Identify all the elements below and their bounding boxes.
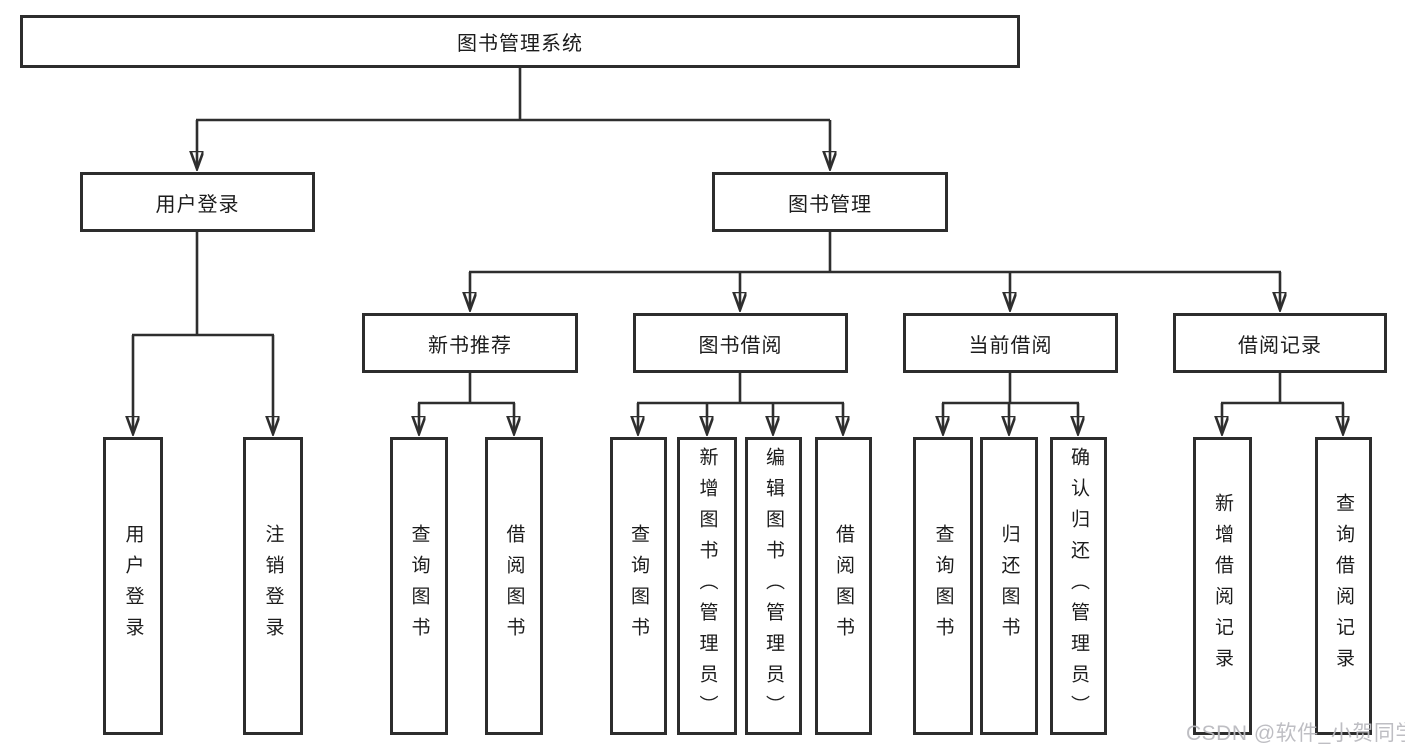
connector-book-borrow-trunk: [637, 373, 844, 405]
leaf-return-books-label: 归还图书: [998, 524, 1020, 648]
connector-root-trunk: [196, 68, 830, 122]
node-book-borrow: 图书借阅: [633, 313, 848, 373]
leaf-return-books: 归还图书: [980, 437, 1038, 735]
node-user-login: 用户登录: [80, 172, 315, 232]
node-current-borrow-label: 当前借阅: [968, 334, 1053, 357]
node-new-book-recommend: 新书推荐: [362, 313, 578, 373]
leaf-add-books-admin-label: 新增图书（管理员）: [696, 446, 718, 726]
leaf-add-books-admin: 新增图书（管理员）: [677, 437, 737, 735]
leaf-query-books-2-label: 查询图书: [628, 524, 649, 648]
leaf-borrow-books-1-label: 借阅图书: [503, 524, 525, 648]
node-book-borrow-label: 图书借阅: [698, 334, 783, 357]
leaf-borrow-books-2: 借阅图书: [815, 437, 872, 735]
leaf-query-books-3-label: 查询图书: [932, 524, 954, 648]
node-borrow-records: 借阅记录: [1173, 313, 1387, 373]
leaf-query-books-3: 查询图书: [913, 437, 973, 735]
leaf-user-login-label: 用户登录: [122, 524, 144, 648]
leaf-confirm-return-admin: 确认归还（管理员）: [1050, 437, 1107, 735]
node-current-borrow: 当前借阅: [903, 313, 1118, 373]
leaf-borrow-books-1: 借阅图书: [485, 437, 543, 735]
leaf-confirm-return-admin-label: 确认归还（管理员）: [1068, 446, 1089, 726]
node-user-login-label: 用户登录: [155, 193, 240, 216]
connector-new-book-trunk: [418, 373, 515, 405]
leaf-query-books-1-label: 查询图书: [408, 524, 430, 648]
node-root-label: 图书管理系统: [457, 33, 583, 55]
leaf-add-borrow-record: 新增借阅记录: [1193, 437, 1252, 735]
leaf-query-borrow-record-label: 查询借阅记录: [1333, 493, 1354, 679]
csdn-watermark: CSDN @软件_小贺同学: [1186, 722, 1405, 745]
connector-current-borrow-trunk: [942, 373, 1079, 405]
node-root: 图书管理系统: [20, 15, 1020, 68]
connector-user-login-trunk: [132, 232, 274, 337]
leaf-logout-label: 注销登录: [262, 524, 284, 648]
leaf-add-borrow-record-label: 新增借阅记录: [1212, 493, 1233, 679]
node-book-management-label: 图书管理: [788, 193, 872, 216]
leaf-borrow-books-2-label: 借阅图书: [833, 524, 854, 648]
node-book-management: 图书管理: [712, 172, 948, 232]
connector-borrow-records-trunk: [1221, 373, 1344, 405]
node-new-book-recommend-label: 新书推荐: [428, 334, 512, 357]
connector-book-management-trunk: [469, 232, 1281, 274]
leaf-edit-books-admin: 编辑图书（管理员）: [745, 437, 802, 735]
leaf-query-books-2: 查询图书: [610, 437, 667, 735]
leaf-edit-books-admin-label: 编辑图书（管理员）: [763, 446, 784, 726]
leaf-logout: 注销登录: [243, 437, 303, 735]
leaf-user-login: 用户登录: [103, 437, 163, 735]
leaf-query-borrow-record: 查询借阅记录: [1315, 437, 1372, 735]
node-borrow-records-label: 借阅记录: [1238, 334, 1322, 357]
leaf-query-books-1: 查询图书: [390, 437, 448, 735]
